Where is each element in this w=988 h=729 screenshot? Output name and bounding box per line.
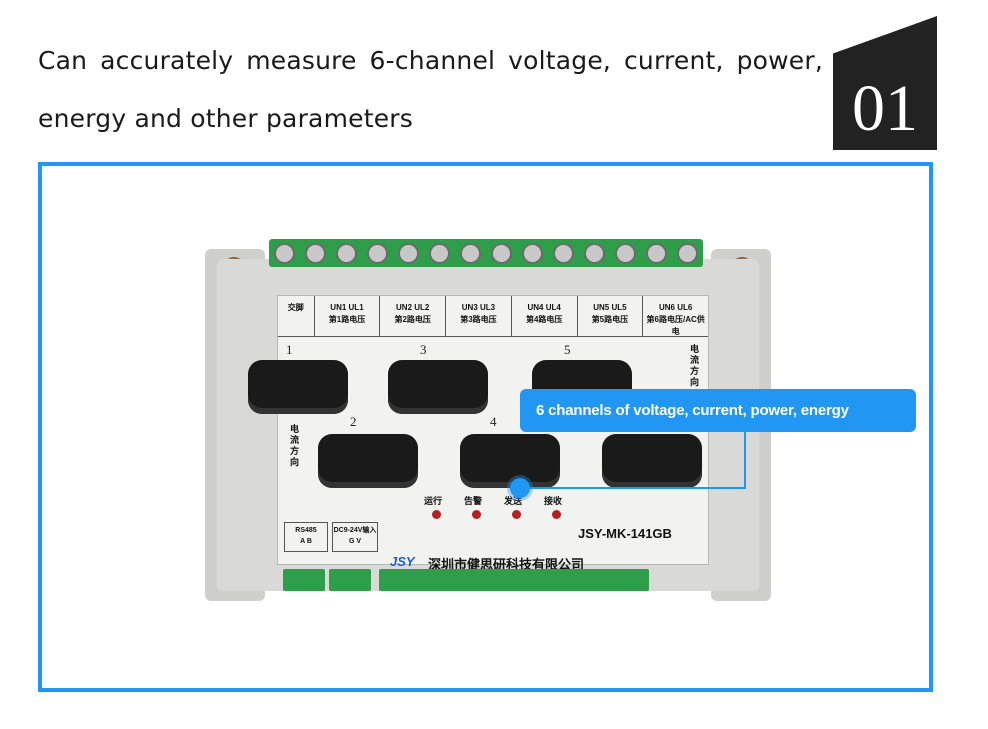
current-direction-label: 电流方向 (690, 344, 700, 387)
led-receive (552, 510, 561, 519)
callout-connector-vertical (744, 432, 746, 488)
current-transformer-3 (388, 360, 488, 414)
headline-line-2: energy and other parameters (38, 104, 413, 133)
current-transformer-2 (318, 434, 418, 488)
led-run (432, 510, 441, 519)
company-name: 深圳市健思研科技有限公司 (428, 557, 585, 572)
label-cell: 交脚 (278, 296, 315, 336)
ct-number: 5 (564, 342, 571, 357)
current-transformer-4 (460, 434, 560, 488)
ct-number: 1 (286, 342, 293, 357)
callout-pointer-dot (510, 478, 530, 498)
terminal-screw (584, 242, 605, 264)
brand-logo: JSY (390, 554, 415, 569)
bottom-terminal-power (329, 569, 371, 591)
terminal-screw (305, 242, 326, 264)
led-label-alarm: 告警 (464, 496, 483, 506)
model-number: JSY-MK-141GB (578, 526, 672, 541)
terminal-screw (553, 242, 574, 264)
bottom-terminal-block (379, 569, 649, 591)
terminal-screw (336, 242, 357, 264)
terminal-screw (367, 242, 388, 264)
terminal-screw (615, 242, 636, 264)
current-direction-label: 电流方向 (290, 424, 300, 467)
ct-number: 4 (490, 414, 497, 429)
terminal-screw (274, 242, 295, 264)
ct-number: 2 (350, 414, 357, 429)
step-badge-number: 01 (852, 72, 918, 145)
terminal-screw (398, 242, 419, 264)
terminal-screw (677, 242, 698, 264)
terminal-screw (460, 242, 481, 264)
callout-connector-horizontal (520, 487, 746, 489)
terminal-screw (429, 242, 450, 264)
headline-line-1: Can accurately measure 6-channel voltage… (38, 46, 823, 75)
current-transformer-6 (602, 434, 702, 488)
ct-number: 3 (420, 342, 427, 357)
bottom-terminal-rs485 (283, 569, 325, 591)
led-label-receive: 接收 (544, 496, 563, 506)
terminal-screw (491, 242, 512, 264)
terminal-screw (646, 242, 667, 264)
led-label-run: 运行 (424, 496, 443, 506)
terminal-screw (522, 242, 543, 264)
led-alarm (472, 510, 481, 519)
step-badge: 01 (833, 16, 937, 150)
feature-callout: 6 channels of voltage, current, power, e… (520, 389, 916, 432)
current-transformer-1 (248, 360, 348, 414)
led-send (512, 510, 521, 519)
top-terminal-block (269, 239, 703, 267)
led-label-send: 发送 (504, 496, 523, 506)
